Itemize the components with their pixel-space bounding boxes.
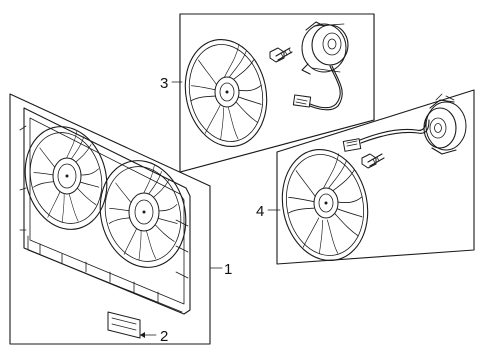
fan-kit-panel-4 — [276, 89, 475, 266]
callout-3-label: 3 — [160, 75, 168, 92]
clip-2 — [107, 311, 141, 339]
fan-wheel-4 — [280, 148, 371, 266]
callout-3: 3 — [160, 75, 183, 92]
callout-2-label: 2 — [160, 328, 168, 345]
shroud-panel-1 — [9, 93, 211, 345]
callout-1-label: 1 — [224, 261, 232, 278]
callout-4-label: 4 — [256, 203, 264, 220]
harness-4 — [359, 119, 430, 144]
motor-3 — [301, 21, 349, 75]
fan-shroud — [19, 107, 191, 315]
callout-1: 1 — [209, 261, 232, 278]
fan-wheel-3 — [183, 38, 270, 151]
connector-4 — [342, 138, 362, 152]
bolt-4 — [361, 153, 385, 169]
motor-4 — [423, 93, 467, 155]
callout-4: 4 — [256, 203, 281, 220]
harness-3 — [292, 65, 343, 111]
fan-kit-panel-3 — [179, 13, 375, 173]
bolt-3 — [269, 47, 293, 63]
callout-2: 2 — [139, 328, 168, 345]
